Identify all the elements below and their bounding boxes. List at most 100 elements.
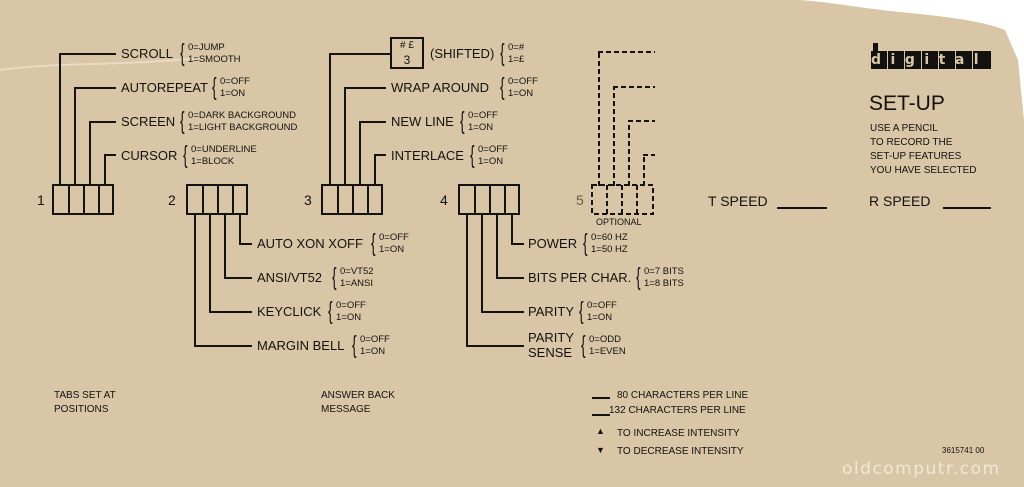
legend-80-columns: 80 CHARACTERS PER LINE [617, 390, 749, 401]
instruction-line: USE A PENCIL [870, 123, 938, 134]
scroll-label: SCROLL [121, 46, 174, 61]
parity-sense-label-line2: SENSE [528, 345, 573, 360]
option-brace: { [180, 107, 185, 135]
bits-per-char-label: BITS PER CHAR. [528, 270, 632, 285]
optional-caption: OPTIONAL [596, 217, 642, 227]
option-0: 0=# [508, 42, 525, 53]
option-0: 0=OFF [379, 232, 409, 243]
t-speed-field[interactable] [777, 207, 827, 209]
answer-back-label-line2: MESSAGE [321, 404, 371, 415]
option-0: 0=OFF [587, 300, 617, 311]
option-brace: { [328, 297, 333, 325]
option-1: 1=8 BITS [644, 278, 684, 289]
bank-number: 5 [576, 192, 584, 208]
option-1: 1=50 HZ [591, 244, 628, 255]
option-1: 1=ANSI [340, 278, 374, 289]
option-brace: { [583, 229, 588, 257]
down-arrow-icon: ▼ [596, 445, 605, 455]
interlace-label: INTERLACE [391, 148, 464, 163]
autorepeat-label: AUTOREPEAT [121, 80, 208, 95]
switch-box-2[interactable] [186, 184, 248, 215]
cursor-label: CURSOR [121, 148, 178, 163]
up-arrow-icon: ▲ [596, 426, 605, 436]
switch-box-1[interactable] [52, 184, 114, 215]
option-brace: { [636, 263, 641, 291]
key-legend-bottom: 3 [403, 53, 411, 67]
option-0: 0=OFF [478, 144, 508, 155]
auto-xon-xoff-label: AUTO XON XOFF [257, 236, 363, 251]
option-brace: { [500, 39, 505, 67]
r-speed-field[interactable] [943, 207, 991, 209]
pound-key-icon: # £ 3 [390, 37, 424, 69]
option-brace: { [352, 331, 357, 359]
r-speed-label: R SPEED [869, 193, 931, 209]
option-brace: { [470, 141, 475, 169]
option-1: 1=EVEN [589, 346, 626, 357]
option-0: 0=60 HZ [591, 232, 628, 243]
parity-label: PARITY [528, 304, 574, 319]
option-1: 1=ON [336, 312, 362, 323]
page-title: SET-UP [869, 92, 945, 115]
option-1: 1=SMOOTH [188, 54, 241, 65]
watermark: oldcomputr.com [842, 459, 1001, 479]
digital-logo: digital [871, 43, 993, 71]
switch-box-3[interactable] [321, 184, 383, 215]
bank-number: 4 [440, 192, 448, 208]
option-0: 0=DARK BACKGROUND [188, 110, 296, 121]
new-line-label: NEW LINE [391, 114, 454, 129]
wrap-around-label: WRAP AROUND [391, 80, 489, 95]
option-brace: { [332, 263, 337, 291]
parity-sense-label: PARITY [528, 330, 574, 345]
option-brace: { [500, 73, 505, 101]
option-1: 1=ON [360, 346, 386, 357]
option-1: 1=ON [379, 244, 405, 255]
t-speed-label: T SPEED [708, 193, 768, 209]
option-brace: { [180, 39, 185, 67]
short-dash-icon [592, 397, 610, 399]
option-1: 1=ON [220, 88, 246, 99]
power-label: POWER [528, 236, 578, 251]
logo-text: digital [871, 52, 989, 68]
tabs-set-label-line2: POSITIONS [54, 404, 109, 415]
short-dash-icon [592, 414, 610, 416]
tabs-set-label: TABS SET AT [54, 390, 116, 401]
option-1: 1=£ [508, 54, 525, 65]
instruction-line: YOU HAVE SELECTED [870, 165, 977, 176]
instruction-line: SET-UP FEATURES [870, 151, 962, 162]
keyclick-label: KEYCLICK [257, 304, 322, 319]
option-brace: { [581, 331, 586, 359]
legend-increase-intensity: TO INCREASE INTENSITY [617, 428, 740, 439]
option-brace: { [371, 229, 376, 257]
option-1: 1=ON [587, 312, 613, 323]
option-0: 0=ODD [589, 334, 621, 345]
option-1: 1=ON [508, 88, 534, 99]
key-legend-top: # £ [400, 40, 414, 51]
option-brace: { [212, 73, 217, 101]
option-0: 0=OFF [508, 76, 538, 87]
bank-number: 1 [37, 192, 45, 208]
bank-number: 3 [304, 192, 312, 208]
legend-132-columns: 132 CHARACTERS PER LINE [609, 405, 746, 416]
instruction-line: TO RECORD THE [870, 137, 953, 148]
answer-back-label: ANSWER BACK [321, 390, 395, 401]
option-1: 1=ON [468, 122, 494, 133]
option-0: 0=UNDERLINE [191, 144, 257, 155]
option-brace: { [183, 141, 188, 169]
option-0: 0=OFF [220, 76, 250, 87]
option-0: 0=VT52 [340, 266, 374, 277]
option-0: 0=JUMP [188, 42, 225, 53]
option-0: 0=OFF [360, 334, 390, 345]
switch-box-4[interactable] [458, 184, 520, 215]
legend-decrease-intensity: TO DECREASE INTENSITY [617, 446, 744, 457]
screen-label: SCREEN [121, 114, 176, 129]
digital-logo-blocks [871, 43, 991, 69]
bank-number: 2 [168, 192, 176, 208]
option-1: 1=BLOCK [191, 156, 235, 167]
option-brace: { [579, 297, 584, 325]
